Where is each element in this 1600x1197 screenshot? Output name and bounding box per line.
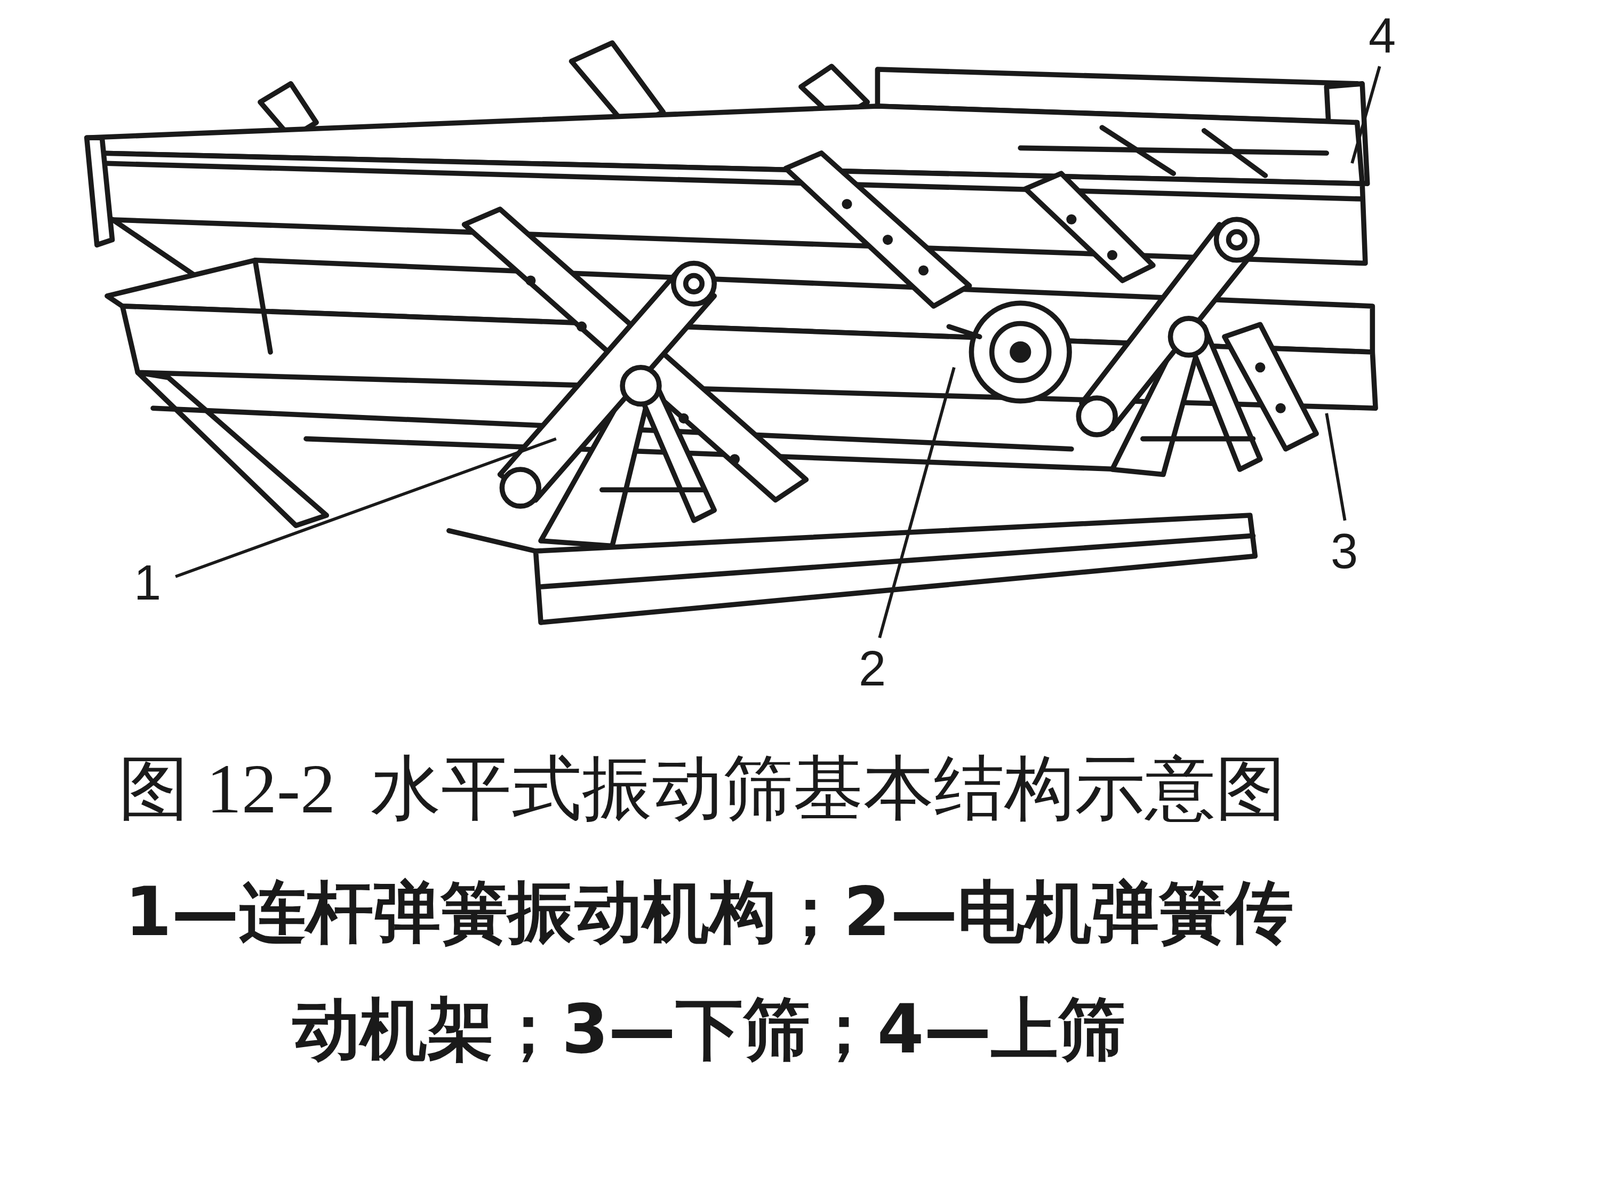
callout-number: 3 bbox=[1330, 526, 1358, 576]
pivot bbox=[1228, 231, 1246, 248]
spring-plate bbox=[1025, 173, 1154, 281]
figure-title: 图 12-2 水平式振动筛基本结构示意图 bbox=[118, 746, 1286, 831]
leader-line bbox=[175, 438, 557, 577]
motor-shaft bbox=[1012, 344, 1029, 361]
upper-screen-left-end bbox=[86, 137, 113, 245]
upper-screen-front-beam bbox=[97, 153, 1366, 264]
leader-line bbox=[1326, 413, 1345, 521]
pivot bbox=[622, 367, 660, 405]
figure-caption: 1—连杆弹簧振动机构；2—电机弹簧传动机架；3—下筛；4—上筛 bbox=[117, 853, 1301, 1088]
lower-screen-side bbox=[137, 372, 327, 526]
callout-number: 4 bbox=[1368, 10, 1396, 60]
pivot bbox=[685, 275, 703, 293]
brace bbox=[602, 486, 704, 493]
mesh bbox=[1020, 147, 1327, 154]
pivot bbox=[1078, 397, 1116, 435]
brace bbox=[1142, 436, 1254, 442]
edge bbox=[449, 530, 536, 551]
base-beam bbox=[535, 515, 1255, 623]
motor-disk bbox=[992, 323, 1050, 381]
mesh bbox=[1101, 127, 1174, 174]
leader-line bbox=[1352, 66, 1380, 164]
pivot bbox=[673, 263, 715, 305]
motor-disk bbox=[971, 302, 1070, 402]
mesh bbox=[1204, 130, 1266, 176]
pivot bbox=[501, 469, 539, 507]
pivot bbox=[1170, 318, 1208, 356]
connecting-rod bbox=[500, 270, 715, 500]
edge bbox=[948, 326, 980, 337]
leader-line bbox=[879, 367, 955, 638]
spring-plate bbox=[785, 153, 970, 307]
edge bbox=[254, 260, 271, 352]
pivot bbox=[1216, 219, 1258, 261]
callout-number: 1 bbox=[133, 557, 162, 607]
edge bbox=[101, 163, 1363, 199]
callout-number: 2 bbox=[858, 643, 886, 693]
